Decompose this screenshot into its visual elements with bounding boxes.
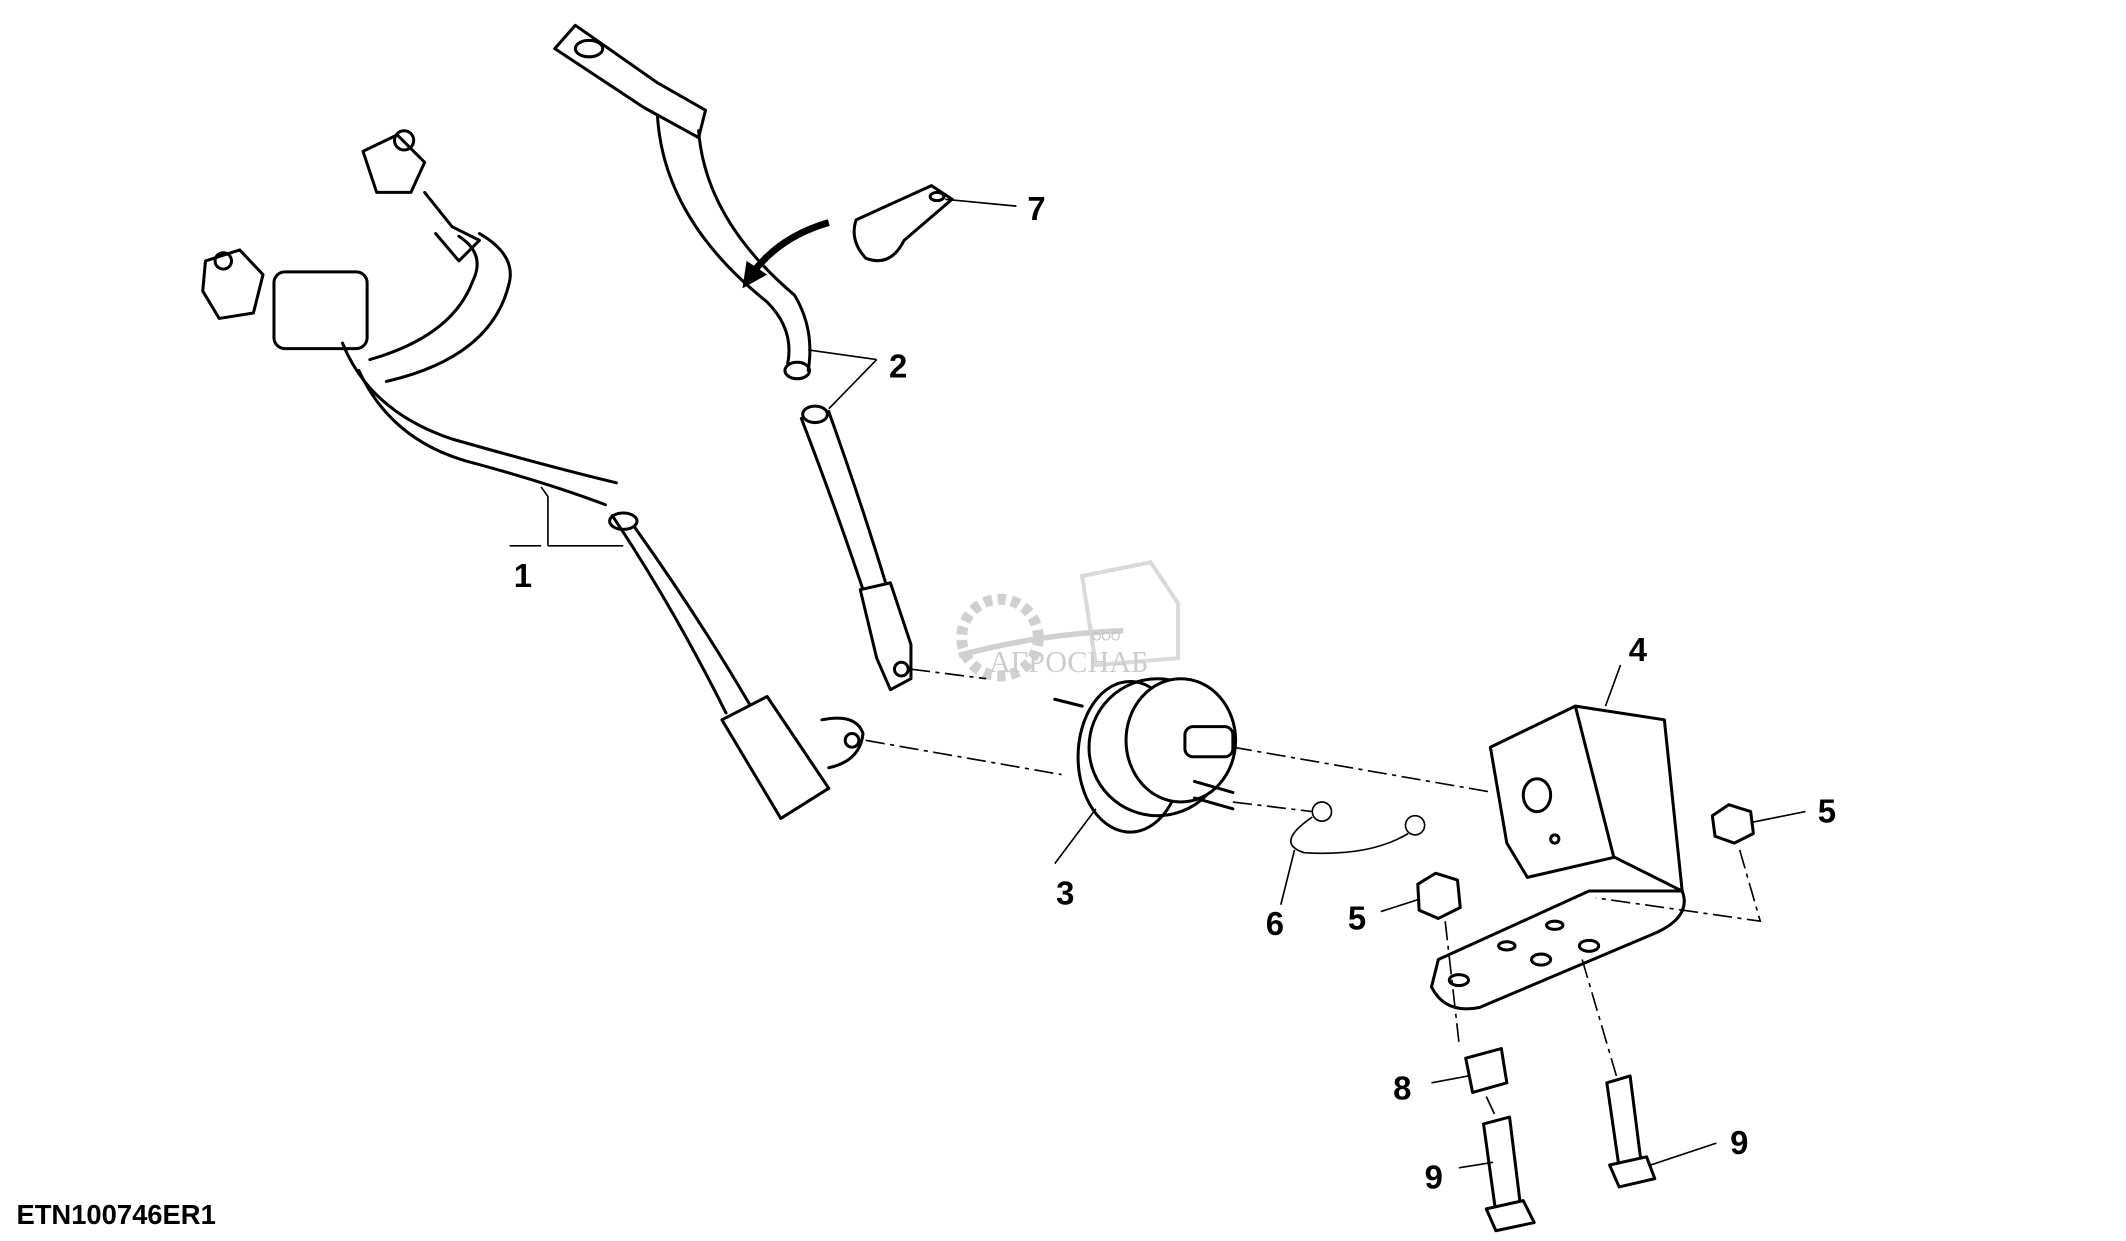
drawing-code: ETN100746ER1	[16, 1199, 215, 1230]
callout-9: 9	[1425, 1158, 1443, 1195]
callout-2: 2	[889, 347, 907, 384]
callout-1: 1	[514, 557, 532, 594]
part-6-lanyard	[1290, 801, 1426, 855]
callout-9: 9	[1730, 1124, 1748, 1161]
part-2-cable	[553, 23, 913, 692]
part-9-bolt	[1482, 1074, 1657, 1233]
callout-3: 3	[1056, 875, 1074, 912]
callout-5: 5	[1348, 899, 1366, 936]
part-3-switch	[1053, 677, 1238, 834]
callout-8: 8	[1393, 1069, 1411, 1106]
callout-6: 6	[1266, 905, 1284, 942]
part-7-clamp	[742, 184, 954, 289]
center-lines	[865, 668, 1762, 1118]
callout-5: 5	[1818, 793, 1836, 830]
watermark-prefix: ООО	[1092, 629, 1121, 643]
leader-lines	[509, 198, 1806, 1169]
watermark-logo: ООО АГРОСНАБ	[956, 559, 1181, 682]
part-1-cable	[201, 129, 865, 820]
part-5-nut	[1416, 803, 1755, 920]
callout-4: 4	[1629, 631, 1648, 668]
part-4-bracket	[1429, 704, 1686, 1011]
part-8-spacer	[1464, 1047, 1509, 1094]
watermark-text: АГРОСНАБ	[989, 645, 1148, 679]
callout-7: 7	[1027, 190, 1045, 227]
